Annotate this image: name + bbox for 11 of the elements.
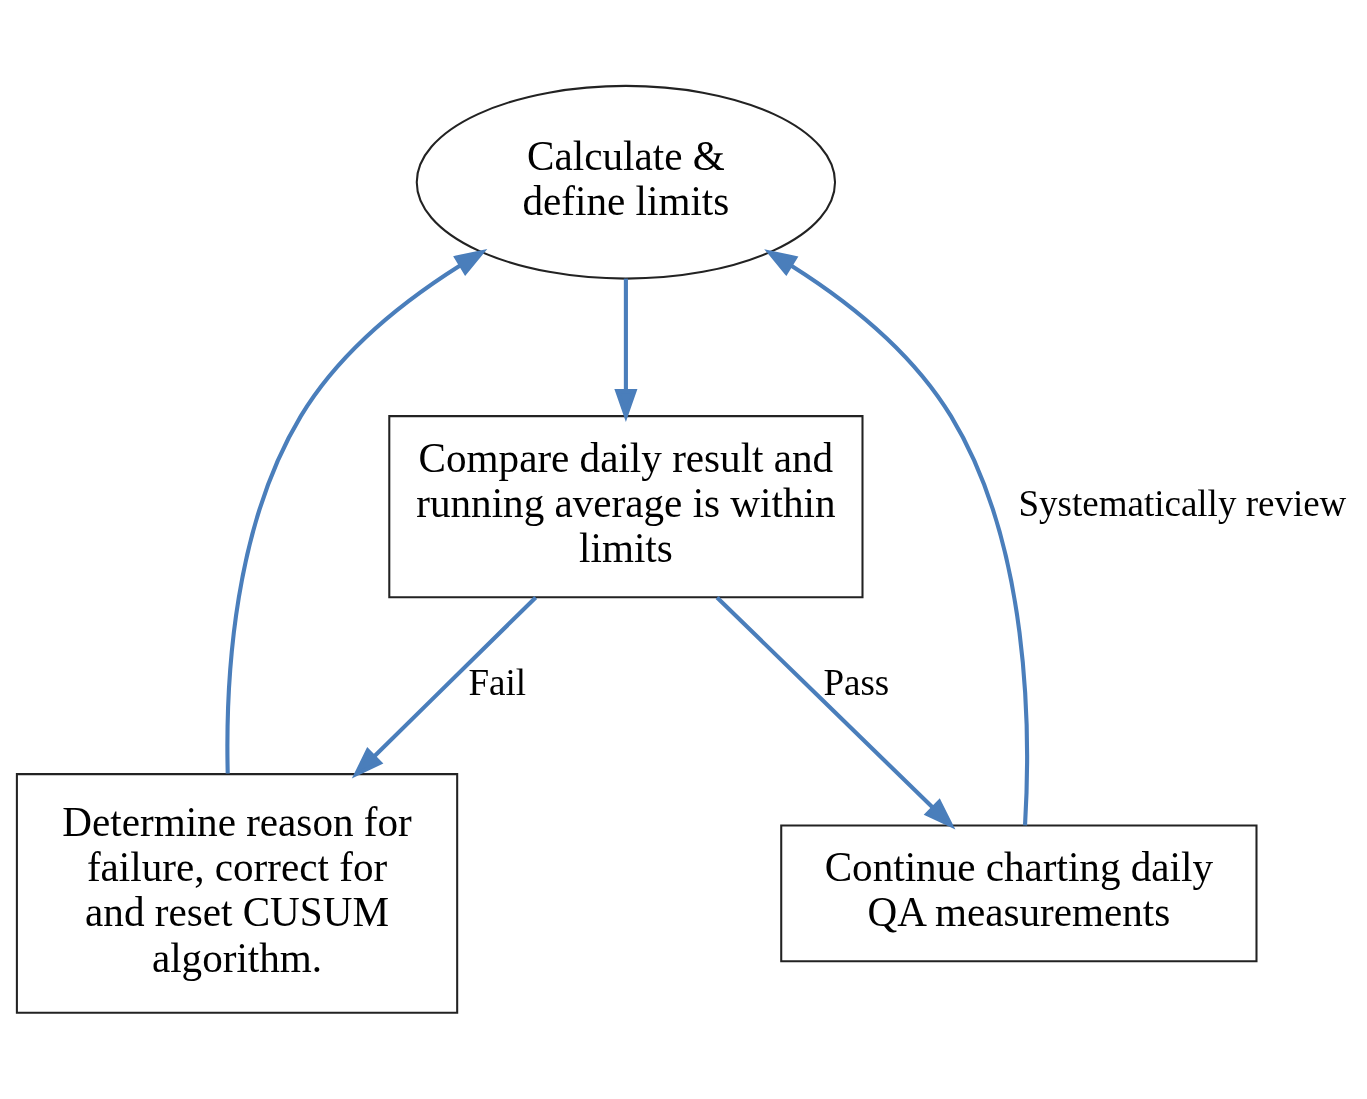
edge-label: Fail <box>468 661 527 703</box>
arrow <box>715 596 956 830</box>
node-box: Determine reason for failure, correct for and reset CUSUM algorithm. <box>15 773 459 1014</box>
edge-label: Systematically review <box>1018 482 1347 524</box>
node-box: Compare daily result and running average is within limits <box>388 415 864 599</box>
edge-label: Pass <box>823 661 890 703</box>
arrow <box>614 278 638 423</box>
arrow <box>225 248 488 774</box>
node-box: Continue charting daily QA measurements <box>780 824 1258 963</box>
arrow <box>351 596 538 779</box>
arrow <box>764 249 1030 826</box>
